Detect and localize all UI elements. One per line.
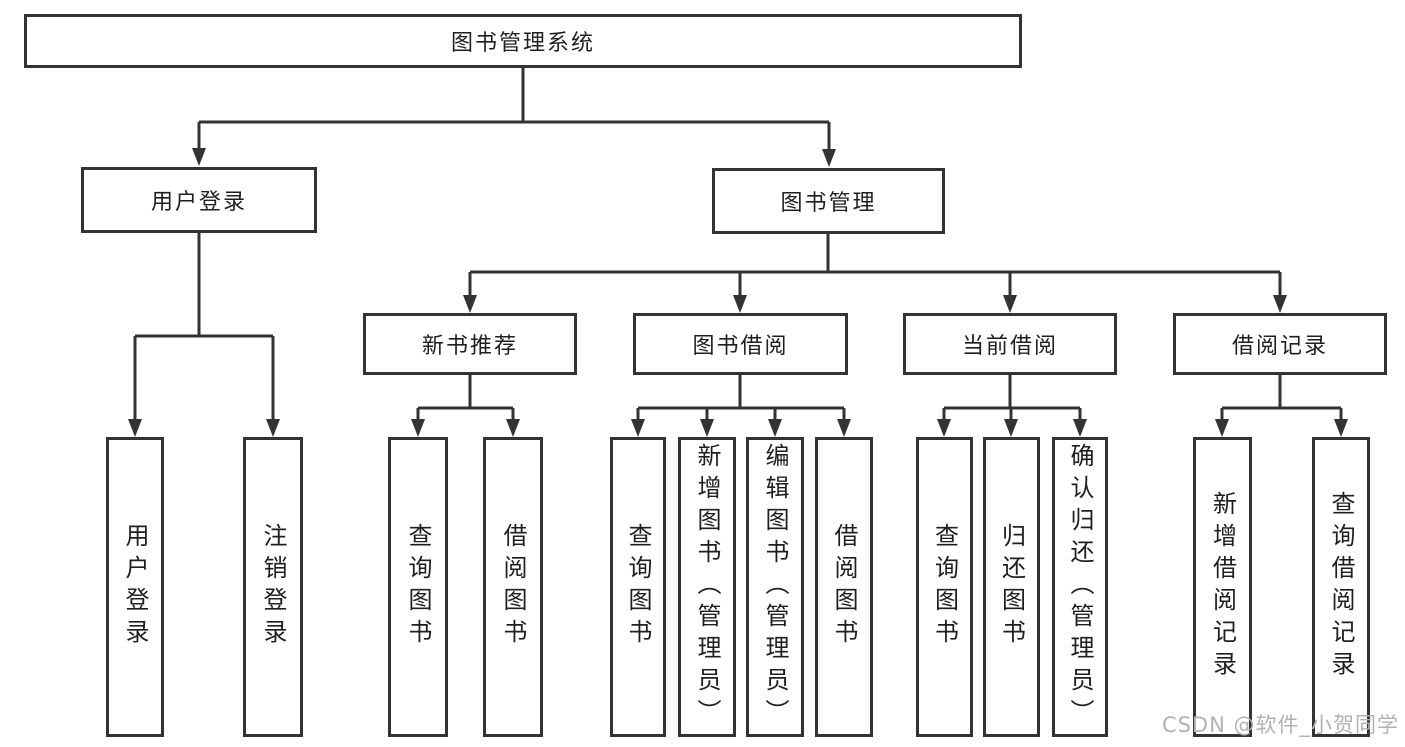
node-user-login-label: 用户登录 bbox=[150, 190, 247, 215]
leaf-borrow-borrow-books: 借阅图书 bbox=[815, 437, 873, 737]
leaf-records-query-record: 查询借阅记录 bbox=[1312, 437, 1370, 737]
node-borrow-records-label: 借阅记录 bbox=[1231, 334, 1328, 359]
leaf-logout: 注销登录 bbox=[243, 437, 303, 737]
node-new-book-recommend: 新书推荐 bbox=[363, 313, 577, 375]
leaf-recommend-borrow-books-label: 借阅图书 bbox=[499, 523, 527, 651]
node-book-management: 图书管理 bbox=[712, 168, 945, 234]
node-current-borrow: 当前借阅 bbox=[903, 313, 1117, 375]
leaf-logout-label: 注销登录 bbox=[259, 523, 287, 651]
leaf-borrow-add-books-admin-label: 新增图书（管理员） bbox=[693, 443, 721, 731]
leaf-borrow-edit-books-admin-label: 编辑图书（管理员） bbox=[761, 443, 789, 731]
leaf-current-return-books-label: 归还图书 bbox=[997, 523, 1026, 651]
node-library-management-system: 图书管理系统 bbox=[24, 14, 1022, 68]
leaf-records-query-record-label: 查询借阅记录 bbox=[1327, 491, 1355, 683]
node-user-login: 用户登录 bbox=[81, 167, 317, 233]
leaf-records-add-record-label: 新增借阅记录 bbox=[1208, 491, 1237, 683]
leaf-borrow-add-books-admin: 新增图书（管理员） bbox=[678, 437, 736, 737]
leaf-borrow-edit-books-admin: 编辑图书（管理员） bbox=[746, 437, 804, 737]
leaf-borrow-query-books: 查询图书 bbox=[610, 437, 666, 737]
node-book-borrow-label: 图书借阅 bbox=[692, 334, 789, 359]
leaf-current-confirm-return-admin-label: 确认归还（管理员） bbox=[1066, 443, 1094, 731]
leaf-borrow-borrow-books-label: 借阅图书 bbox=[830, 523, 858, 651]
leaf-records-add-record: 新增借阅记录 bbox=[1193, 437, 1252, 737]
leaf-recommend-query-books: 查询图书 bbox=[388, 437, 448, 737]
node-book-borrow: 图书借阅 bbox=[633, 313, 848, 375]
leaf-current-return-books: 归还图书 bbox=[983, 437, 1040, 737]
arrowheads bbox=[128, 148, 1348, 437]
leaf-user-login-label: 用户登录 bbox=[121, 523, 149, 651]
leaf-current-query-books-label: 查询图书 bbox=[930, 523, 959, 651]
connector-lines bbox=[133, 68, 1343, 423]
leaf-recommend-query-books-label: 查询图书 bbox=[404, 523, 432, 651]
leaf-recommend-borrow-books: 借阅图书 bbox=[483, 437, 543, 737]
leaf-borrow-query-books-label: 查询图书 bbox=[624, 523, 652, 651]
node-new-book-recommend-label: 新书推荐 bbox=[421, 334, 518, 359]
node-current-borrow-label: 当前借阅 bbox=[961, 334, 1058, 359]
node-library-management-system-label: 图书管理系统 bbox=[450, 31, 595, 56]
node-borrow-records: 借阅记录 bbox=[1173, 313, 1387, 375]
leaf-current-query-books: 查询图书 bbox=[916, 437, 973, 737]
node-book-management-label: 图书管理 bbox=[780, 191, 877, 216]
leaf-user-login: 用户登录 bbox=[106, 437, 164, 737]
leaf-current-confirm-return-admin: 确认归还（管理员） bbox=[1052, 437, 1108, 737]
